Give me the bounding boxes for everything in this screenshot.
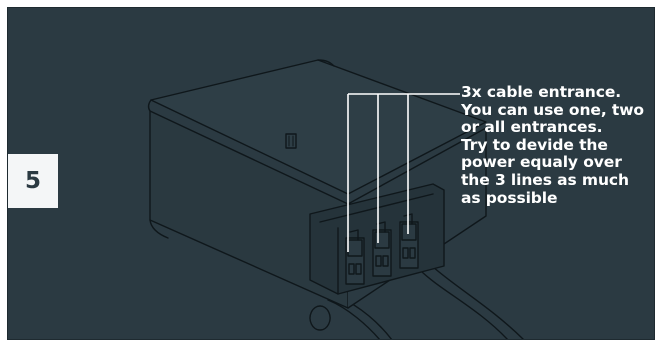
instruction-panel: 5 3x cable entrance. You can use one, tw…: [7, 7, 655, 340]
callout-line: or all entrances.: [461, 119, 655, 137]
callout-line: You can use one, two: [461, 102, 655, 120]
callout-line: the 3 lines as much: [461, 172, 655, 190]
callout-line: Try to devide the: [461, 137, 655, 155]
step-number: 5: [25, 168, 41, 194]
callout-line: power equaly over: [461, 154, 655, 172]
callout-line: as possible: [461, 190, 655, 208]
step-number-badge: 5: [8, 154, 58, 208]
cable-entrance-callout: 3x cable entrance. You can use one, two …: [461, 84, 655, 207]
callout-line: 3x cable entrance.: [461, 84, 655, 102]
